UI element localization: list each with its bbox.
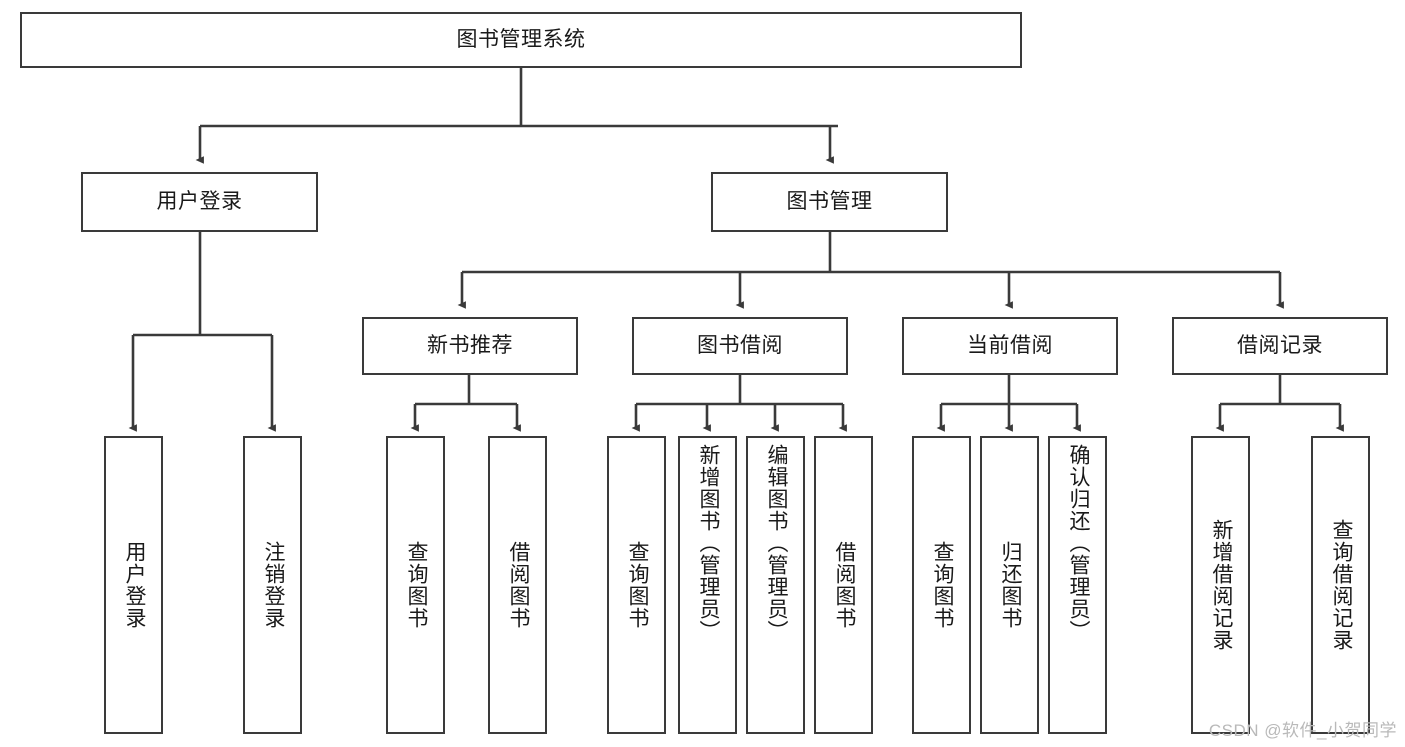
node-book-borrow[interactable]: 图书借阅 <box>632 317 848 375</box>
node-root-system[interactable]: 图书管理系统 <box>20 12 1022 68</box>
leaf-current-borrow-return[interactable]: 归还图书 <box>980 436 1039 734</box>
node-label: 图书借阅 <box>697 334 783 358</box>
leaf-current-borrow-query[interactable]: 查询图书 <box>912 436 971 734</box>
node-new-book-recommend[interactable]: 新书推荐 <box>362 317 578 375</box>
node-label: 借阅记录 <box>1237 334 1323 358</box>
leaf-book-borrow-query[interactable]: 查询图书 <box>607 436 666 734</box>
node-label: 查询图书 <box>930 541 954 629</box>
leaf-new-book-borrow[interactable]: 借阅图书 <box>488 436 547 734</box>
node-label: 当前借阅 <box>967 334 1053 358</box>
leaf-book-borrow-lend[interactable]: 借阅图书 <box>814 436 873 734</box>
node-label: 编辑图书（管理员） <box>764 444 788 642</box>
leaf-user-login-login[interactable]: 用户登录 <box>104 436 163 734</box>
leaf-borrow-record-add[interactable]: 新增借阅记录 <box>1191 436 1250 734</box>
node-label: 新书推荐 <box>427 334 513 358</box>
node-label: 图书管理 <box>786 190 873 214</box>
node-borrow-record[interactable]: 借阅记录 <box>1172 317 1388 375</box>
leaf-current-borrow-confirm-return[interactable]: 确认归还（管理员） <box>1048 436 1107 734</box>
node-label: 用户登录 <box>122 541 146 629</box>
node-user-login[interactable]: 用户登录 <box>81 172 318 232</box>
node-label: 查询借阅记录 <box>1329 519 1353 651</box>
leaf-book-borrow-add[interactable]: 新增图书（管理员） <box>678 436 737 734</box>
node-label: 新增图书（管理员） <box>696 444 720 642</box>
node-label: 借阅图书 <box>506 541 530 629</box>
csdn-watermark: CSDN @软件_小贺同学 <box>1208 721 1397 740</box>
node-label: 借阅图书 <box>832 541 856 629</box>
leaf-user-login-logout[interactable]: 注销登录 <box>243 436 302 734</box>
node-label: 注销登录 <box>261 541 285 629</box>
node-label: 确认归还（管理员） <box>1066 444 1090 642</box>
node-label: 新增借阅记录 <box>1209 519 1233 651</box>
node-label: 归还图书 <box>998 541 1022 629</box>
node-current-borrow[interactable]: 当前借阅 <box>902 317 1118 375</box>
node-label: 查询图书 <box>625 541 649 629</box>
leaf-borrow-record-query[interactable]: 查询借阅记录 <box>1311 436 1370 734</box>
leaf-new-book-query[interactable]: 查询图书 <box>386 436 445 734</box>
node-book-management[interactable]: 图书管理 <box>711 172 948 232</box>
node-label: 图书管理系统 <box>456 28 586 52</box>
node-label: 查询图书 <box>404 541 428 629</box>
leaf-book-borrow-edit[interactable]: 编辑图书（管理员） <box>746 436 805 734</box>
node-label: 用户登录 <box>156 190 243 214</box>
